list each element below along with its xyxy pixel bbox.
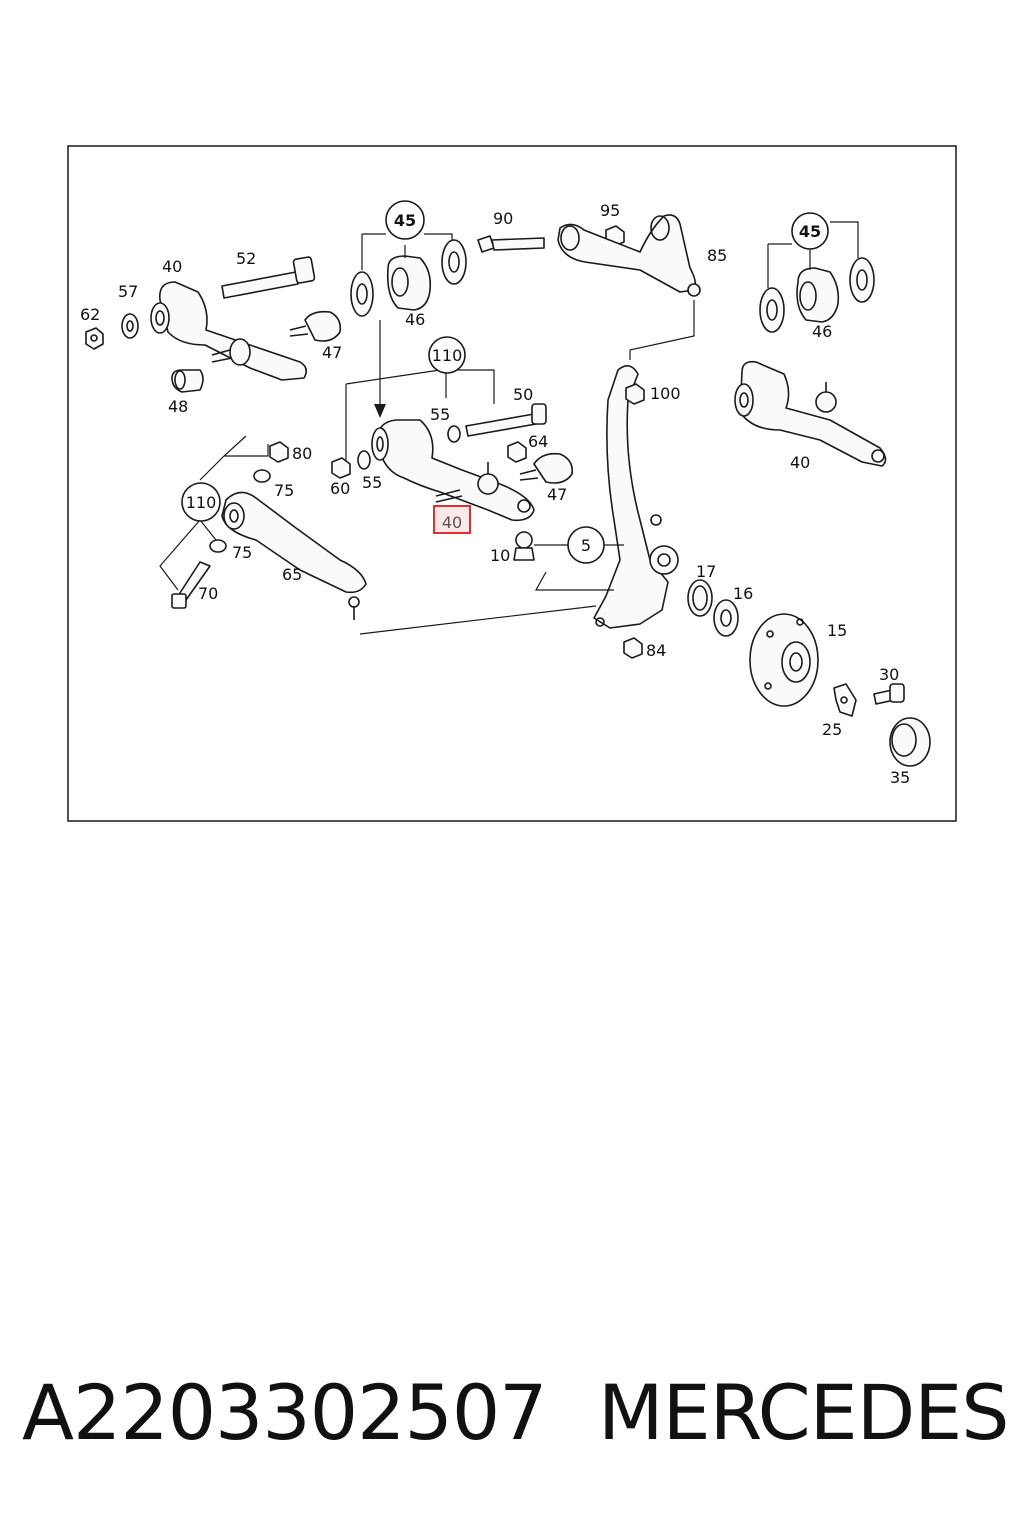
label-50: 50 [513, 385, 533, 404]
label-55-upper: 55 [430, 405, 450, 424]
svg-text:5: 5 [581, 536, 591, 555]
label-40-right: 40 [790, 453, 810, 472]
label-85: 85 [707, 246, 727, 265]
arrow-head [374, 404, 386, 418]
label-75-lower: 75 [232, 543, 252, 562]
label-10: 10 [490, 546, 510, 565]
bolt-50 [465, 403, 547, 437]
ball-joint-47a [289, 310, 342, 342]
nut-100 [625, 383, 645, 405]
bushing-set-45b [759, 257, 875, 333]
dust-cap-35 [889, 717, 931, 767]
washer-55a [447, 425, 461, 443]
svg-text:40: 40 [442, 513, 462, 532]
label-75-upper: 75 [274, 481, 294, 500]
nut-80 [269, 441, 289, 463]
label-100: 100 [650, 384, 681, 403]
callout-45-right: 45 [791, 212, 829, 250]
label-25: 25 [822, 720, 842, 739]
label-62: 62 [80, 305, 100, 324]
label-64: 64 [528, 432, 548, 451]
washer-57 [121, 313, 139, 339]
label-47-upper: 47 [322, 343, 342, 362]
control-arm-right [734, 360, 887, 467]
label-57: 57 [118, 282, 138, 301]
callout-110-left: 110 [181, 482, 221, 522]
label-84: 84 [646, 641, 666, 660]
label-46-right: 46 [812, 322, 832, 341]
bracket-25 [833, 683, 857, 717]
svg-text:45: 45 [394, 211, 416, 230]
callout-5: 5 [567, 526, 605, 564]
svg-text:110: 110 [432, 346, 463, 365]
bolt-90 [477, 235, 545, 253]
part-number: A2203302507 [22, 1368, 548, 1457]
label-15: 15 [827, 621, 847, 640]
ball-joint-10 [513, 531, 535, 561]
label-35: 35 [890, 768, 910, 787]
control-arm-left [150, 281, 308, 381]
nut-64 [507, 441, 527, 463]
upper-control-arm-85 [557, 214, 701, 297]
tie-arm-65 [221, 491, 367, 620]
callout-45-top: 45 [385, 200, 425, 240]
seal-ring-17 [687, 579, 713, 617]
nut-60 [331, 457, 351, 479]
nut-62 [85, 327, 104, 350]
highlighted-callout-40[interactable]: 40 [433, 505, 471, 534]
label-47-lower: 47 [547, 485, 567, 504]
ball-joint-47b [519, 452, 574, 484]
bolt-52 [221, 256, 316, 299]
label-80: 80 [292, 444, 312, 463]
svg-text:45: 45 [799, 222, 821, 241]
label-40-upper-left: 40 [162, 257, 182, 276]
bolt-70 [171, 561, 211, 609]
washer-75b [209, 539, 227, 553]
washer-55b [357, 450, 371, 470]
label-52: 52 [236, 249, 256, 268]
washer-75a [253, 469, 271, 483]
label-90: 90 [493, 209, 513, 228]
label-48: 48 [168, 397, 188, 416]
nut-84 [623, 637, 643, 659]
diagram-frame [67, 145, 957, 822]
label-60: 60 [330, 479, 350, 498]
bushing-48 [171, 369, 204, 393]
label-46-center: 46 [405, 310, 425, 329]
caption: A2203302507 MERCEDES [22, 1368, 1012, 1468]
label-16: 16 [733, 584, 753, 603]
label-17: 17 [696, 562, 716, 581]
wheel-hub-15 [749, 613, 819, 707]
control-arm-center [371, 419, 535, 522]
label-70: 70 [198, 584, 218, 603]
steering-knuckle-5 [593, 365, 679, 629]
label-55-lower: 55 [362, 473, 382, 492]
bolt-30 [873, 683, 905, 705]
label-65: 65 [282, 565, 302, 584]
callout-110-center: 110 [428, 336, 466, 374]
bushing-set-45a [350, 239, 467, 317]
svg-text:110: 110 [186, 493, 217, 512]
label-95: 95 [600, 201, 620, 220]
bearing-16 [713, 599, 739, 637]
label-30: 30 [879, 665, 899, 684]
brand-name: MERCEDES [598, 1368, 1009, 1457]
